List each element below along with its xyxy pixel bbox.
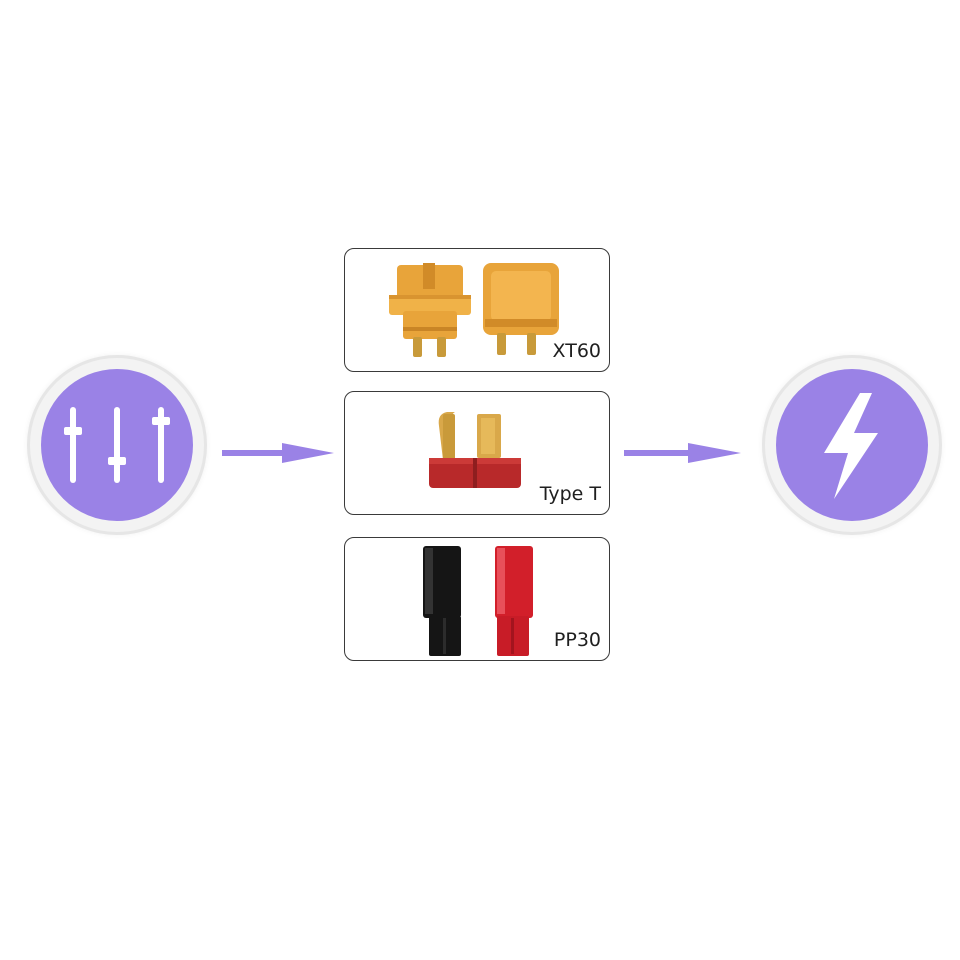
flow-arrow-out: [624, 443, 741, 463]
connector-card-pp30: PP30: [344, 537, 610, 661]
pp30-connector-image: [423, 546, 533, 656]
connector-card-type-t: Type T: [344, 391, 610, 515]
connector-label-xt60: XT60: [552, 340, 601, 362]
output-power-node: [762, 355, 942, 535]
type-t-connector-image: [429, 412, 521, 488]
input-settings-node: [27, 355, 207, 535]
lightning-bolt-icon: [824, 393, 878, 499]
sliders-icon: [64, 407, 170, 483]
connector-label-type-t: Type T: [539, 483, 601, 505]
connector-label-pp30: PP30: [553, 629, 601, 651]
xt60-connector-image: [389, 263, 559, 357]
connector-card-xt60: XT60: [344, 248, 610, 372]
flow-arrow-in: [222, 443, 334, 463]
